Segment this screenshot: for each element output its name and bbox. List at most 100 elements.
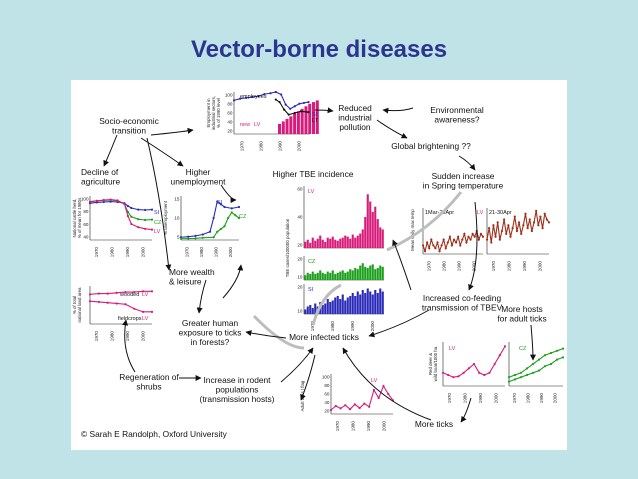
land-line-wooded-point — [97, 292, 100, 295]
tag-lv: LV — [142, 316, 149, 322]
x-tick-label: 1990 — [478, 393, 483, 404]
y-tick-label: 20 — [324, 409, 330, 414]
tbe-bar — [354, 296, 357, 314]
tbe-bar — [306, 306, 309, 314]
arrow-infected-to-greater — [245, 330, 287, 339]
emp-bar — [304, 106, 308, 134]
tbe-bar — [334, 297, 337, 314]
temp-period-label: 21-30Apr — [489, 210, 512, 216]
x-tick-label: 1970 — [184, 247, 189, 258]
ticks-line-lv-point — [353, 403, 356, 406]
land-line-fieldcrops-point — [115, 302, 118, 305]
deer-line-cz-a-point — [561, 347, 565, 350]
tbe-bar — [351, 270, 354, 280]
tbe-bar — [379, 227, 382, 248]
y-axis-label: % unemployment — [163, 200, 168, 235]
tbe-bar — [304, 309, 307, 314]
tbe-bar — [361, 290, 364, 314]
tbe-bar — [339, 238, 342, 248]
cattle-line-si-point — [126, 204, 129, 208]
temp-line-point — [430, 238, 433, 241]
arrow-land-to-regen — [122, 319, 136, 373]
arrow-socio-to-decline — [103, 134, 118, 167]
deer-line-cz-a-point — [519, 371, 523, 374]
label-line: Higher TBE incidence — [273, 169, 354, 179]
temp-line-point — [488, 227, 491, 230]
label-line: populations — [216, 385, 259, 395]
y-tick-label: 20 — [297, 243, 303, 248]
emp-bar — [296, 111, 300, 134]
tbe-bar — [319, 235, 322, 248]
temp-line-point — [446, 241, 449, 244]
temp-period-label: 1Mar-20Apr — [425, 210, 454, 216]
cattle-line-si-point — [130, 206, 133, 210]
deer-line-cz-b-point — [537, 369, 541, 372]
y-tick-label: 15 — [174, 197, 180, 202]
label-line: Increase in rodent — [203, 375, 271, 385]
deer-line-cz-b-point — [561, 356, 565, 359]
temp-line-point — [428, 247, 431, 250]
temp-line-point — [511, 227, 514, 230]
tag-wooded: wooded — [119, 292, 139, 298]
temp-line-point — [492, 224, 495, 227]
ticks-line-lv-point — [358, 406, 361, 410]
temp-line-point — [532, 221, 536, 224]
tbe-bar — [311, 237, 314, 248]
tbe-bar — [379, 288, 382, 314]
temp-line-point — [452, 238, 456, 241]
tbe-bar — [329, 302, 332, 314]
temp-line-point — [461, 238, 464, 241]
deer-line-cz-a-point — [555, 349, 559, 352]
ticks-line-lv-point — [329, 408, 333, 412]
temp-line-point — [522, 224, 525, 227]
guide-curve-2 — [386, 191, 463, 252]
land-line-wooded-point — [124, 290, 127, 294]
temp-line-point — [528, 218, 531, 221]
y-axis-label: TBE cases/100000 population — [285, 218, 290, 277]
arrow-tbe-link — [392, 239, 412, 291]
tag-lv: LV — [449, 346, 456, 352]
emp-line-blue-point — [280, 93, 283, 96]
y-tick-label: 80 — [324, 383, 330, 388]
temp-line-point — [438, 250, 441, 253]
land-line-fieldcrops-point — [133, 307, 136, 310]
tbe-bar — [364, 266, 367, 280]
cattle-line-lv-point — [109, 198, 112, 201]
emp-line-black-point — [283, 108, 286, 111]
y-tick-label: 100 — [225, 93, 233, 98]
land-line-fieldcrops-point — [142, 310, 145, 313]
y-tick-label: 40 — [227, 120, 233, 125]
tag-lv: LV — [308, 189, 315, 195]
tbe-bar — [339, 299, 342, 314]
tbe-bar — [346, 271, 349, 280]
temp-line-point — [537, 224, 540, 227]
y-tick-label: 40 — [297, 215, 303, 220]
tbe-bar — [324, 303, 327, 314]
x-tick-label: 1980 — [109, 331, 114, 342]
tbe-bar — [371, 211, 374, 248]
tbe-bar — [319, 270, 322, 280]
tbe-bar — [381, 291, 384, 314]
tbe-bar — [314, 303, 317, 314]
tbe-bar — [359, 265, 362, 280]
tbe-bar — [311, 308, 314, 314]
x-tick-label: 1970 — [427, 261, 432, 272]
emp-line-blue-point — [251, 95, 254, 99]
label-line: Regeneration of — [119, 372, 179, 382]
tbe-bar — [376, 268, 379, 280]
deer-line-lv-point — [478, 371, 481, 374]
unemp-line-si-point — [212, 216, 215, 220]
ticks-line-lv-point — [348, 408, 352, 411]
temp-line-point — [545, 218, 548, 221]
arrow-cofeeding-to-infected — [368, 309, 430, 338]
tag-new: new — [240, 122, 250, 128]
